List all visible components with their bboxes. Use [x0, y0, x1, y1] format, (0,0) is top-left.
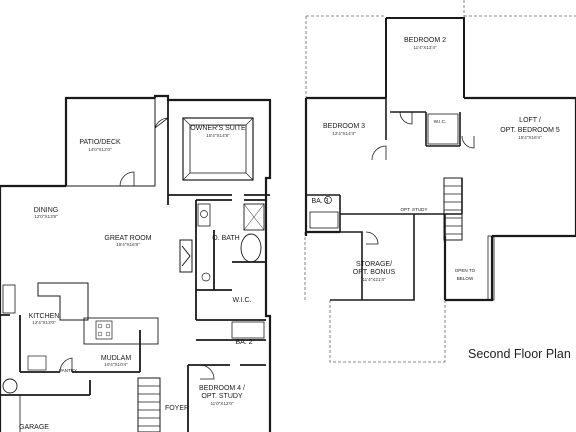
tray-diagonal-2: [245, 117, 254, 126]
label-loft-line2: OPT. BEDROOM 5: [500, 127, 560, 134]
tray-diagonal-1: [182, 117, 191, 126]
ba3-toilet: [324, 196, 332, 204]
o-bath-tub: [240, 233, 262, 263]
dim-storage: 11'4"X21'4": [362, 277, 385, 282]
patio-outline: [65, 98, 156, 187]
door-swing-loft: [461, 135, 475, 149]
dim-mudroom: 10'4"X10'4": [104, 362, 128, 367]
label-storage-line2: OPT. BONUS: [353, 269, 396, 276]
dim-bedroom2: 11'4"X13'4": [413, 45, 436, 50]
door-swing-patio: [119, 171, 135, 187]
label-storage: STORAGE/: [356, 261, 392, 268]
o-bath-sink: [200, 210, 208, 218]
label-bedroom2: BEDROOM 2: [404, 37, 446, 44]
open-below-rail: [487, 235, 495, 301]
ba3-tub: [309, 211, 339, 229]
range-burner-3: [97, 331, 103, 337]
foyer-walls: [187, 339, 266, 432]
dim-bedroom4: 11'0"X12'0": [210, 401, 233, 406]
dim-dining: 12'0"X13'8": [34, 214, 58, 219]
label-ba3: BA. 3: [311, 198, 328, 205]
label-patio: PATIO/DECK: [79, 139, 121, 146]
o-bath-shower: [243, 203, 265, 231]
label-loft: LOFT /: [519, 117, 541, 124]
label-great-room: GREAT ROOM: [104, 235, 151, 242]
dim-patio: 14'0"X12'0": [88, 147, 112, 152]
label-garage: GARAGE: [19, 424, 49, 431]
label-open-below: OPEN TO: [455, 268, 476, 273]
door-swing-mudroom: [59, 357, 73, 373]
kitchen-island: [37, 282, 89, 321]
dim-owners-suite: 15'4"X14'8": [206, 133, 230, 138]
label-bedroom4-line2: OPT. STUDY: [201, 393, 243, 400]
label-bedroom4: BEDROOM 4 /: [199, 385, 245, 392]
label-foyer: FOYER: [165, 405, 189, 412]
door-swing-storage: [365, 231, 379, 245]
kitchen-walls: [0, 314, 141, 396]
tray-diagonal-3: [182, 172, 191, 181]
garage-water-heater: [2, 378, 18, 394]
door-swing-bed2: [399, 111, 413, 125]
range-burner-4: [105, 331, 111, 337]
label-kitchen: KITCHEN: [29, 313, 60, 320]
dim-great-room: 15'4"X16'8": [116, 242, 140, 247]
range-burner-1: [97, 323, 103, 329]
kitchen-range: [95, 320, 113, 340]
label-bedroom3: BEDROOM 3: [323, 123, 365, 130]
first-floor-outer-wall: [0, 94, 272, 432]
owners-suite-tray-ceiling: [182, 117, 254, 181]
o-bath-toilet: [201, 272, 211, 282]
second-floor-stairs: [443, 177, 463, 241]
label-dining: DINING: [34, 207, 59, 214]
first-floor-plan: [0, 94, 272, 432]
label-opt-study: OPT. STUDY: [400, 207, 427, 212]
kitchen-counter-right: [83, 317, 159, 345]
label-mudroom: MUDLAM: [101, 355, 132, 362]
second-floor-labels: BEDROOM 2 11'4"X13'4" BEDROOM 3 12'4"X14…: [311, 37, 559, 282]
ba2-tub: [231, 321, 265, 339]
kitchen-counter-left: [2, 284, 16, 314]
label-pantry: PANTRY: [59, 368, 77, 373]
dim-loft: 15'4"X16'4": [518, 135, 542, 140]
door-swing-bed3: [371, 145, 387, 161]
door-swing-bed4: [199, 364, 215, 380]
interior-walls-center: [167, 195, 266, 321]
owners-suite-walls: [167, 100, 270, 196]
wic2-closet: [427, 113, 459, 145]
o-bath-vanity: [197, 203, 211, 227]
label-ba2: BA. 2: [235, 339, 252, 346]
dim-kitchen: 12'4"X13'0": [32, 320, 56, 325]
label-o-bath: O. BATH: [212, 235, 239, 242]
second-floor-plan: [304, 0, 576, 363]
owners-suite-tray-inner: [189, 124, 247, 174]
first-floor-labels: PATIO/DECK 14'0"X12'0" OWNER'S SUITE 15'…: [19, 125, 253, 431]
fireplace-icon: [179, 239, 193, 273]
tray-diagonal-4: [245, 172, 254, 181]
door-swing-owners: [154, 117, 169, 129]
floor-caption: Second Floor Plan: [468, 347, 571, 361]
attic-outline-dashed: [304, 0, 576, 363]
first-floor-stairs: [137, 377, 161, 432]
kitchen-sink: [27, 355, 47, 371]
range-burner-2: [105, 323, 111, 329]
dim-bedroom3: 12'4"X14'4": [332, 131, 356, 136]
label-wic2: W.I.C.: [434, 119, 447, 124]
label-wic: W.I.C.: [232, 297, 251, 304]
o-bath-shower-x2: [243, 203, 265, 231]
label-open-below-line2: BELOW: [457, 276, 474, 281]
label-owners-suite: OWNER'S SUITE: [190, 125, 246, 132]
bedroom2-walls: [385, 17, 465, 98]
